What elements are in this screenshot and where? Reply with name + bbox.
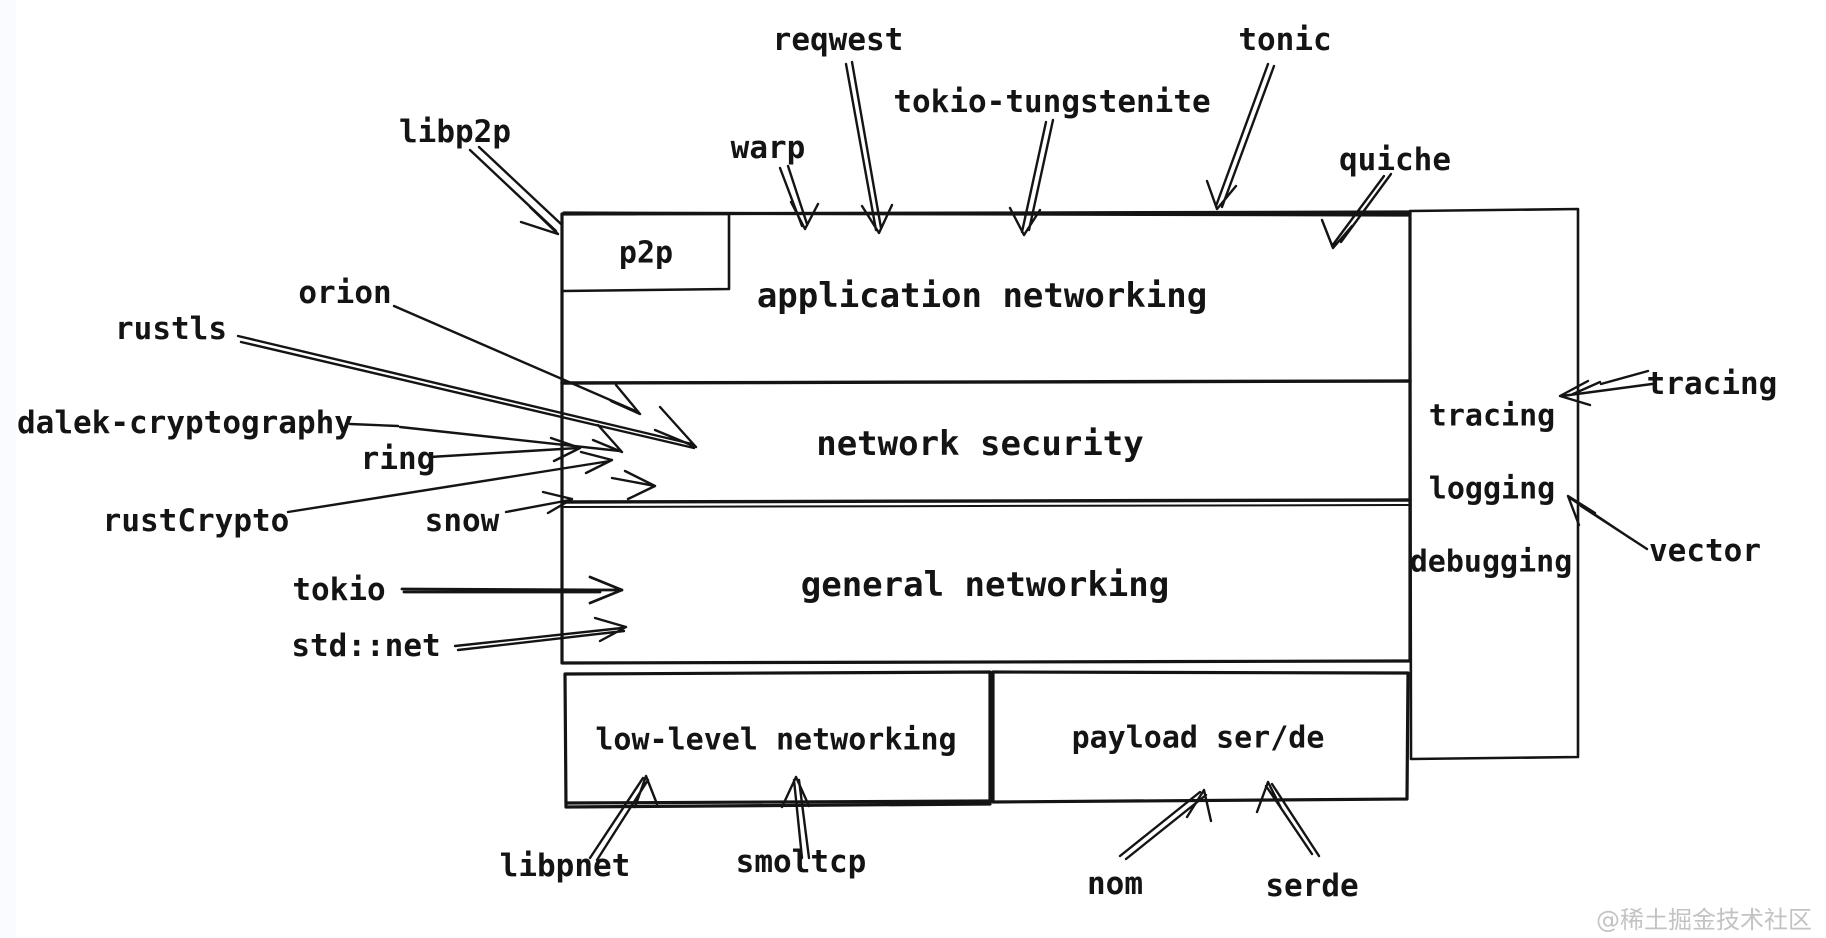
- application-networking-label: application networking: [757, 276, 1207, 316]
- rustcrypto-label: rustCrypto: [103, 503, 290, 539]
- stray-arrowhead: [610, 469, 657, 501]
- divider-security-general-2: [563, 504, 1409, 508]
- quiche-arrow: [1320, 172, 1393, 250]
- tracing-crate-label: tracing: [1647, 366, 1778, 402]
- snow-label: snow: [425, 503, 500, 539]
- vector-label: vector: [1649, 533, 1761, 569]
- divider-security-general: [560, 498, 1412, 504]
- libpnet-arrow: [588, 774, 659, 862]
- observability-debugging-label: debugging: [1410, 545, 1573, 580]
- p2p-label: p2p: [619, 236, 673, 271]
- libp2p-label: libp2p: [399, 114, 511, 150]
- tracing-arrow: [1558, 369, 1654, 407]
- dalek-cryptography-label: dalek-cryptography: [17, 405, 353, 441]
- std-net-arrow: [453, 616, 628, 652]
- serde-arrow: [1255, 780, 1321, 858]
- low-level-networking-label: low-level networking: [595, 723, 956, 758]
- network-security-label: network security: [816, 424, 1144, 464]
- reqwest-label: reqwest: [773, 22, 904, 58]
- quiche-label: quiche: [1339, 142, 1451, 178]
- divider-application-security: [560, 379, 1412, 385]
- dalek-cryptography-arrow: [348, 422, 624, 454]
- smoltcp-label: smoltcp: [736, 844, 867, 880]
- serde-label: serde: [1265, 868, 1358, 904]
- orion-label: orion: [298, 275, 391, 311]
- tokio-tungstenite-label: tokio-tungstenite: [893, 84, 1210, 120]
- p2p-box: [561, 212, 731, 293]
- ring-label: ring: [361, 441, 436, 477]
- warp-label: warp: [731, 130, 806, 166]
- tokio-label: tokio: [292, 572, 385, 608]
- stack-boxes: [560, 207, 1580, 809]
- observability-logging-label: logging: [1429, 472, 1555, 507]
- tokio-tungstenite-arrow: [1008, 118, 1055, 237]
- libpnet-label: libpnet: [500, 848, 631, 884]
- nom-arrow: [1118, 788, 1213, 861]
- tokio-arrow: [400, 575, 624, 605]
- nom-label: nom: [1087, 866, 1143, 902]
- ring-arrow: [428, 436, 582, 463]
- arrows: [236, 60, 1654, 862]
- rustls-label: rustls: [115, 311, 227, 347]
- payload-box: [991, 670, 1410, 804]
- libp2p-arrow: [468, 145, 563, 236]
- layer-titles: p2p application networking network secur…: [595, 236, 1572, 758]
- observability-box: [1408, 207, 1580, 761]
- left-edge-tint: [0, 0, 16, 938]
- general-networking-label: general networking: [801, 565, 1169, 605]
- rustcrypto-arrow: [286, 450, 614, 514]
- orion-arrow: [392, 304, 642, 416]
- smoltcp-arrow: [780, 775, 811, 860]
- crate-labels: libp2p warp reqwest tokio-tungstenite to…: [17, 22, 1777, 904]
- std-net-label: std::net: [291, 628, 440, 664]
- reqwest-arrow: [844, 60, 894, 235]
- rustls-arrow: [236, 334, 698, 450]
- observability-tracing-label: tracing: [1429, 399, 1555, 434]
- watermark: @稀土掘金技术社区: [1596, 906, 1812, 934]
- snow-arrow: [504, 490, 574, 515]
- tonic-arrow: [1205, 62, 1276, 211]
- payload-serde-label: payload ser/de: [1072, 721, 1325, 756]
- vector-arrow: [1566, 494, 1649, 551]
- tonic-label: tonic: [1238, 22, 1331, 58]
- warp-arrow: [778, 164, 820, 231]
